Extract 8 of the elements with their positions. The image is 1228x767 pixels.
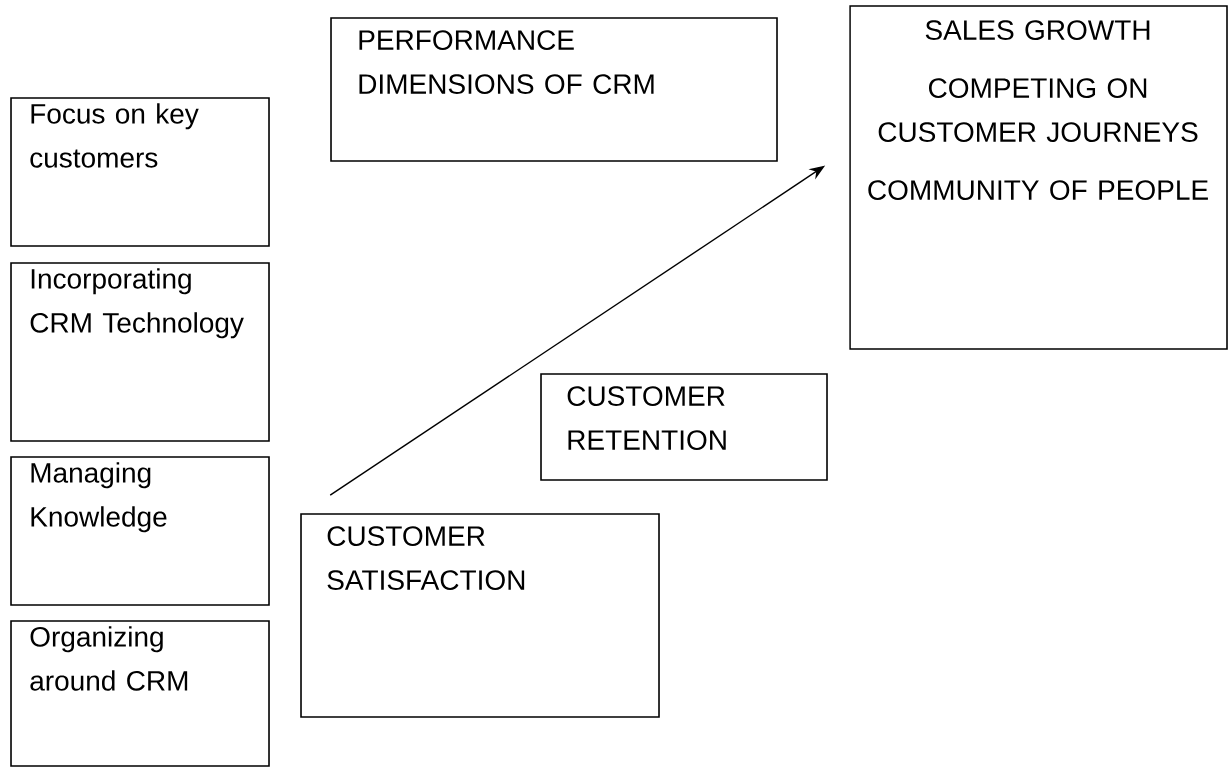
text-box: Incorporating CRM Technology [10, 262, 270, 442]
text-box: PERFORMANCE DIMENSIONS OF CRM [330, 17, 778, 162]
text-box: SALES GROWTH COMPETING ON CUSTOMER JOURNEYS COMMUNITY OF PEOPLE [849, 5, 1228, 350]
text-box: Focus on key customers [10, 97, 270, 247]
text-box: CUSTOMER RETENTION [540, 373, 828, 481]
text-box: Organizing around CRM [10, 620, 270, 767]
text-box: Managing Knowledge [10, 456, 270, 606]
text-box: CUSTOMER SATISFACTION [300, 513, 660, 718]
